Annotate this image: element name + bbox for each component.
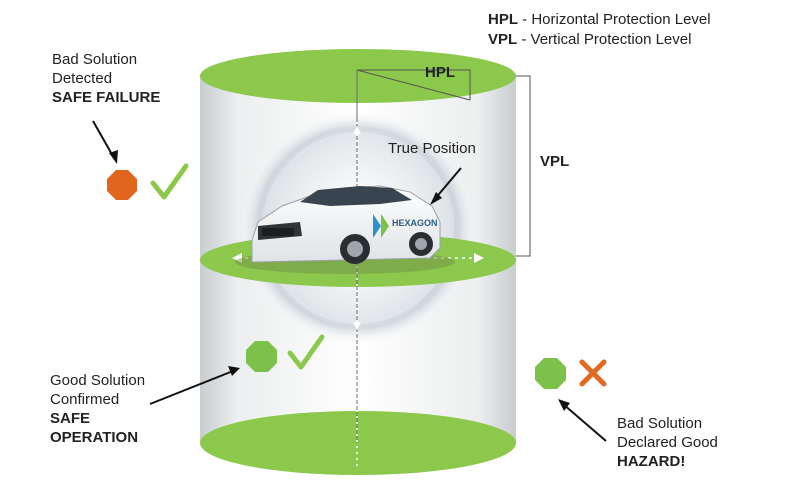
car-image xyxy=(235,185,455,274)
top-disc xyxy=(200,49,516,103)
car-brand-label: HEXAGON xyxy=(392,218,438,228)
safe-failure-annotation: Bad Solution Detected SAFE FAILURE xyxy=(52,50,160,107)
safe-operation-arrow xyxy=(149,370,234,405)
safe-operation-status1: SAFE xyxy=(50,410,91,427)
vpl-label: VPL xyxy=(540,153,570,170)
legend-vpl-abbr: VPL xyxy=(488,31,518,48)
hazard-line2: Declared Good xyxy=(617,434,718,451)
vpl-bracket xyxy=(516,75,531,257)
check-icon xyxy=(150,163,189,200)
legend-hpl: HPL - Horizontal Protection Level xyxy=(488,10,711,30)
safe-operation-line1: Good Solution xyxy=(50,372,146,389)
legend-hpl-abbr: HPL xyxy=(488,11,518,28)
hpl-label: HPL xyxy=(425,64,455,81)
safe-operation-line2: Confirmed xyxy=(50,391,120,408)
hpl-radius-line xyxy=(357,69,471,100)
right-arrow-icon xyxy=(474,253,484,263)
legend-hpl-desc: - Horizontal Protection Level xyxy=(522,11,711,28)
legend: HPL - Horizontal Protection Level VPL - … xyxy=(488,10,711,50)
hazard-annotation: Bad Solution Declared Good HAZARD! xyxy=(617,414,718,471)
bottom-disc xyxy=(200,411,516,475)
safe-failure-status: SAFE FAILURE xyxy=(52,89,161,106)
true-position-label: True Position xyxy=(388,140,476,157)
safe-failure-line2: Detected xyxy=(52,70,113,87)
left-arrow-icon xyxy=(232,253,242,263)
octagon-icon xyxy=(246,341,277,372)
check-icon xyxy=(287,334,325,370)
cross-icon xyxy=(579,359,607,387)
safe-operation-annotation: Good Solution Confirmed SAFE OPERATION xyxy=(50,371,145,447)
down-arrow-icon xyxy=(353,322,361,330)
safe-failure-line1: Bad Solution xyxy=(52,51,138,68)
up-arrow-icon xyxy=(353,126,361,134)
safe-failure-arrow xyxy=(92,120,115,159)
octagon-icon xyxy=(107,170,137,200)
hazard-arrow xyxy=(562,403,607,442)
octagon-icon xyxy=(535,358,566,389)
legend-vpl-desc: - Vertical Protection Level xyxy=(521,31,692,48)
safe-operation-status2: OPERATION xyxy=(50,429,139,446)
legend-vpl: VPL - Vertical Protection Level xyxy=(488,30,711,50)
hazard-line1: Bad Solution xyxy=(617,415,703,432)
hazard-status: HAZARD! xyxy=(617,453,686,470)
